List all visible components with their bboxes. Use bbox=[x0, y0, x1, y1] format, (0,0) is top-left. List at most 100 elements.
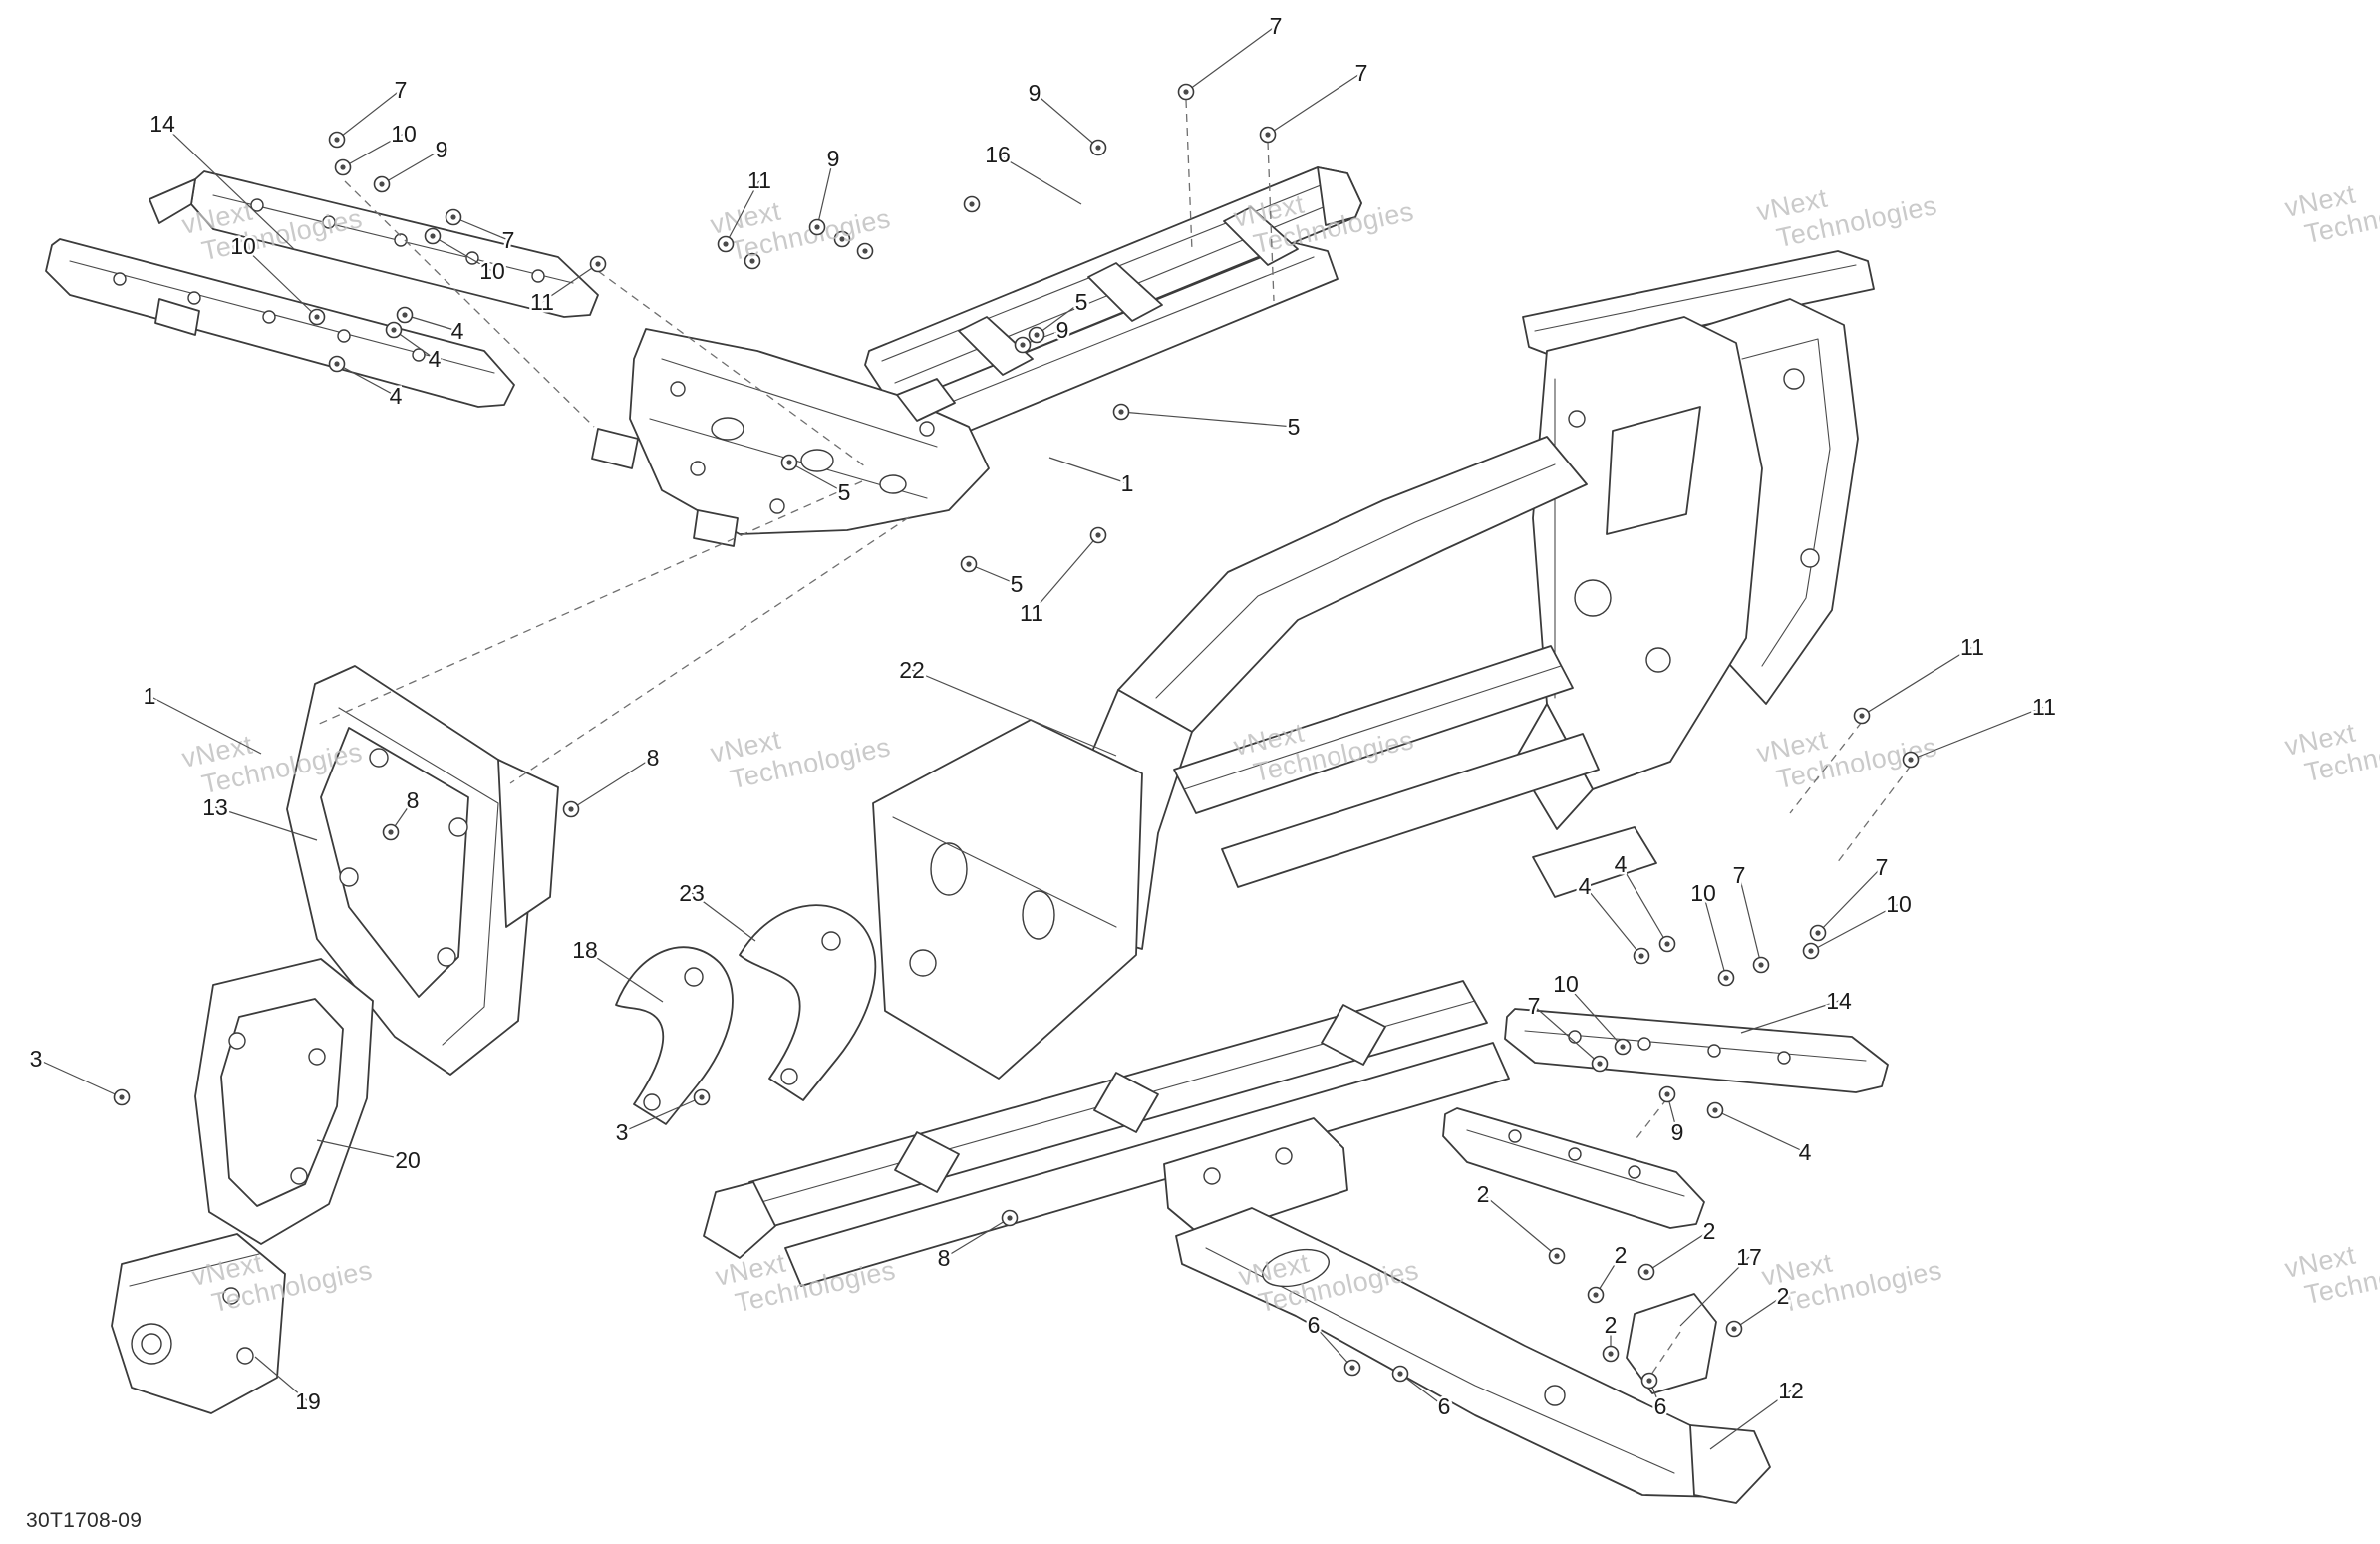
callout-label: 9 bbox=[436, 137, 448, 162]
callout-label: 9 bbox=[1056, 317, 1069, 343]
callout-label: 10 bbox=[1690, 880, 1716, 906]
support-arm-18 bbox=[615, 946, 734, 1125]
callout-label: 22 bbox=[899, 657, 925, 683]
fastener-center bbox=[402, 312, 408, 318]
callout-label: 11 bbox=[747, 167, 771, 193]
leader-line bbox=[1714, 1109, 1806, 1153]
hitch-bracket bbox=[111, 1233, 286, 1414]
leader-line bbox=[541, 263, 599, 303]
callout-label: 8 bbox=[407, 787, 420, 813]
callout-label: 18 bbox=[572, 937, 598, 963]
fastener-center bbox=[1608, 1351, 1614, 1357]
callout-label: 19 bbox=[295, 1389, 321, 1414]
fastener-center bbox=[723, 241, 729, 247]
leader-line bbox=[1185, 25, 1277, 93]
callout-label: 8 bbox=[938, 1245, 951, 1271]
callout-label: 5 bbox=[1288, 414, 1301, 440]
leader-line bbox=[149, 695, 262, 755]
fastener-center bbox=[391, 327, 397, 333]
callout-label: 5 bbox=[1011, 571, 1024, 597]
leader-line bbox=[1565, 983, 1624, 1048]
callout-label: 20 bbox=[395, 1147, 421, 1173]
assembly-axis-line bbox=[1789, 721, 1863, 814]
fastener-center bbox=[1643, 1269, 1649, 1275]
assembly-axis-line bbox=[316, 480, 863, 726]
fastener-center bbox=[314, 314, 320, 320]
left-footrest-rail-lower bbox=[45, 238, 515, 408]
leader-line bbox=[336, 363, 397, 397]
leader-line bbox=[1702, 892, 1727, 979]
callout-label: 4 bbox=[1799, 1139, 1812, 1165]
fastener-center bbox=[1808, 948, 1814, 954]
callout-label: 6 bbox=[1308, 1312, 1321, 1338]
leader-line bbox=[911, 669, 1117, 757]
fastener-center bbox=[595, 261, 601, 267]
leader-line bbox=[404, 314, 458, 332]
leader-line bbox=[1036, 301, 1082, 336]
assembly-axis-lines bbox=[316, 99, 1912, 1389]
fastener-center bbox=[1664, 941, 1670, 947]
fastener-center bbox=[1859, 713, 1865, 719]
callout-label: 9 bbox=[1671, 1119, 1684, 1145]
leader-line bbox=[254, 1356, 309, 1402]
callout-label: 9 bbox=[827, 146, 840, 171]
fastener-center bbox=[1118, 409, 1124, 415]
assembly-axis-line bbox=[1185, 99, 1193, 252]
fastener-center bbox=[1349, 1365, 1355, 1371]
leader-line bbox=[816, 157, 834, 228]
fastener-center bbox=[1758, 962, 1764, 968]
callout-label: 1 bbox=[144, 683, 156, 709]
callout-label: 9 bbox=[1029, 80, 1041, 106]
leader-line bbox=[1861, 646, 1973, 717]
front-frame-assembly bbox=[591, 166, 1362, 547]
fastener-center bbox=[388, 829, 394, 835]
leader-line bbox=[1048, 457, 1128, 484]
leader-lines bbox=[35, 25, 2045, 1450]
callout-label: 2 bbox=[1615, 1242, 1628, 1268]
leader-line bbox=[452, 216, 509, 241]
leader-line bbox=[621, 1096, 703, 1133]
fastener-center bbox=[340, 164, 346, 170]
callout-label: 2 bbox=[1605, 1312, 1618, 1338]
leader-line bbox=[242, 245, 318, 318]
right-footrest-rail-lower bbox=[1442, 1107, 1705, 1229]
leader-line bbox=[161, 123, 295, 250]
leader-line bbox=[1709, 1390, 1792, 1450]
leader-line bbox=[1740, 1000, 1840, 1034]
main-frame bbox=[703, 250, 1875, 1287]
leader-line bbox=[393, 329, 436, 360]
leader-line bbox=[1910, 706, 2045, 761]
leader-line bbox=[997, 154, 1082, 205]
fastener-center bbox=[1007, 1215, 1013, 1221]
fastener-center bbox=[119, 1094, 125, 1100]
fastener-center bbox=[1095, 145, 1101, 151]
callout-label: 6 bbox=[1438, 1393, 1451, 1419]
assembly-axis-line bbox=[1836, 765, 1912, 864]
callout-label: 7 bbox=[1733, 862, 1746, 888]
callout-label: 14 bbox=[149, 111, 175, 137]
fastener-center bbox=[1638, 953, 1644, 959]
assembly-axis-line bbox=[1267, 141, 1275, 302]
leader-line bbox=[1267, 72, 1362, 136]
assembly-axis-line bbox=[509, 516, 910, 784]
leader-line bbox=[691, 892, 756, 942]
leader-line bbox=[381, 149, 443, 185]
left-footrest-rail-upper bbox=[149, 170, 599, 318]
extra-fasteners bbox=[744, 195, 981, 270]
leader-line bbox=[342, 133, 405, 168]
leader-line bbox=[1034, 92, 1099, 149]
callout-label: 17 bbox=[1736, 1244, 1762, 1270]
callout-label: 7 bbox=[1355, 60, 1368, 86]
leader-line bbox=[570, 757, 654, 810]
leader-line bbox=[1733, 1295, 1784, 1330]
leader-line bbox=[1645, 1230, 1710, 1273]
leader-line bbox=[725, 179, 760, 245]
callout-label: 1 bbox=[1121, 470, 1134, 496]
callout-label: 12 bbox=[1778, 1378, 1804, 1403]
fastener-center bbox=[1723, 975, 1729, 981]
support-arm-23 bbox=[739, 904, 877, 1101]
